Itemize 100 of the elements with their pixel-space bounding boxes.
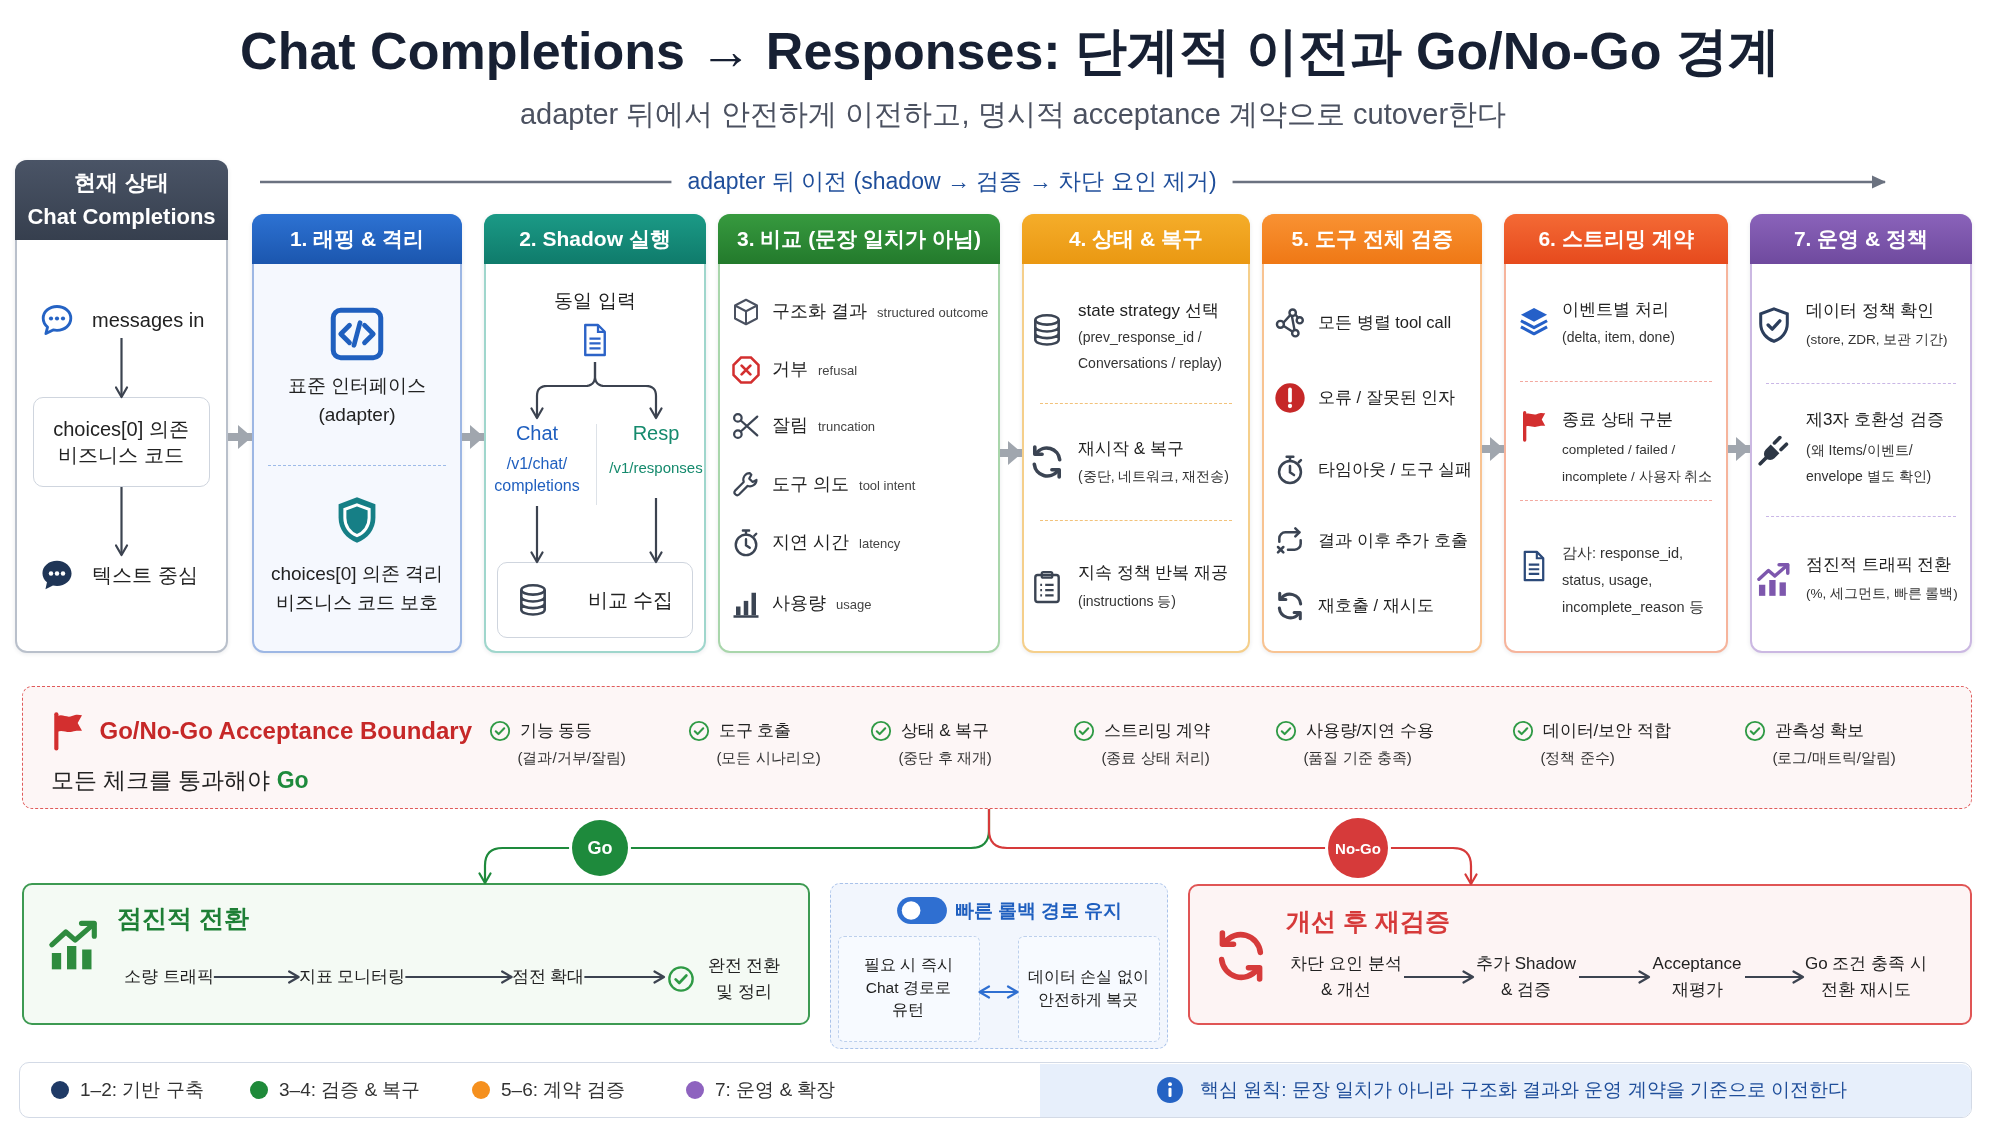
process-box	[33, 397, 210, 487]
item-detail: (delta, item, done)	[1562, 328, 1675, 348]
panel-title: 점진적 전환	[117, 902, 249, 934]
step-label: 차단 요인 분석 & 개선	[1288, 950, 1404, 1004]
endpoint-path: /v1/chat/ completions	[493, 453, 581, 496]
block-arrow	[462, 425, 484, 449]
item-label: 재호출 / 재시도	[1318, 595, 1434, 617]
item-label: 오류 / 잘못된 인자	[1318, 387, 1456, 409]
item-label: 데이터 정책 확인	[1806, 299, 1935, 322]
stage-header: 7. 운영 & 정책	[1750, 214, 1972, 264]
panel-title: 개선 후 재검증	[1286, 905, 1450, 937]
stage-header: 2. Shadow 실행	[484, 214, 706, 264]
block-arrow	[228, 425, 252, 449]
item-detail: structured outcome	[877, 305, 989, 323]
stage-header: 3. 비교 (문장 일치가 아님)	[718, 214, 1000, 264]
check-detail: (결과/거부/잘림)	[517, 747, 626, 768]
arrow	[405, 970, 513, 984]
check-detail: (종료 상태 처리)	[1101, 747, 1210, 768]
info-banner	[1040, 1063, 1971, 1117]
check-label: 데이터/보안 적합	[1542, 719, 1671, 742]
check-detail: (중단 후 재개)	[898, 747, 992, 768]
stage-card	[15, 160, 228, 653]
item-detail: (중단, 네트워크, 재전송)	[1078, 467, 1229, 487]
panel-text: 데이터 손실 없이 안전하게 복곳	[1027, 966, 1150, 1010]
stage-card	[1022, 214, 1250, 653]
stage-header: 4. 상태 & 복구	[1022, 214, 1250, 264]
check-label: 스트리밍 계약	[1103, 719, 1211, 742]
option-panel	[837, 935, 980, 1042]
item-label: 텍스트 중심	[92, 563, 198, 588]
outcome-panel	[22, 883, 810, 1025]
legend-label: 1–2: 기반 구축	[80, 1078, 204, 1102]
panel-title: 빠른 롤백 경로 유지	[954, 898, 1123, 923]
item-label: 모든 병렬 tool call	[1318, 312, 1452, 334]
item-label: 동일 입력	[554, 289, 636, 314]
item-label: 제3자 호환성 검증	[1806, 408, 1944, 431]
block-arrow	[1482, 437, 1504, 461]
process-box	[497, 562, 693, 638]
item-detail: (%, 세그먼트, 빠른 롤백)	[1806, 584, 1958, 603]
arrow	[649, 498, 663, 564]
legend-label: 3–4: 검증 & 복구	[279, 1078, 421, 1102]
item-label: 결과 이후 추가 호출	[1318, 530, 1468, 552]
step-label: 추가 Shadow & 검증	[1473, 950, 1579, 1004]
item-label: messages in	[92, 308, 205, 333]
item-label: choices[0] 의존 격리 비즈니스 코드 보호	[269, 561, 445, 615]
double-arrow	[978, 985, 1019, 999]
item-detail: tool intent	[859, 478, 916, 496]
item-label: 점진적 트래픽 전환	[1806, 553, 1952, 576]
step-label: 점전 확대	[511, 963, 585, 991]
panel-title: Go/No-Go Acceptance Boundary	[99, 715, 472, 746]
check-label: 기능 동등	[519, 719, 593, 742]
stage-card	[718, 214, 1000, 653]
stage-header: 1. 래핑 & 격리	[252, 214, 462, 264]
item-label: 도구 의도	[772, 473, 849, 497]
item-label: state strategy 선택	[1078, 299, 1219, 322]
step-label: Acceptance 재평가	[1649, 950, 1745, 1004]
check-label: 사용량/지연 수용	[1305, 719, 1434, 742]
stage-card	[1504, 214, 1728, 653]
edge-label: No-Go	[1328, 818, 1388, 878]
subtitle: adapter 뒤에서 안전하게 이전하고, 명시적 acceptance 계약으로 cutover한다	[519, 97, 1507, 133]
check-label: 관측성 확보	[1774, 719, 1865, 742]
item-detail: (instructions 등)	[1078, 592, 1177, 612]
item-label: 구조화 결과	[772, 300, 867, 324]
legend-label: 5–6: 계약 검증	[501, 1078, 625, 1102]
item-detail: (왜 Items/이벤트/ envelope 별도 확인)	[1806, 441, 1933, 486]
arrow	[1404, 970, 1475, 984]
item-detail: (prev_response_id / Conversations / replay)	[1078, 328, 1223, 373]
item-label: 지연 시간	[772, 531, 849, 555]
stage-card	[1262, 214, 1482, 653]
endpoint-name: Chat	[515, 421, 559, 446]
arrow	[530, 506, 544, 564]
stage-card	[484, 214, 706, 653]
item-detail: latency	[859, 536, 901, 554]
box-text: 비교 수집	[587, 587, 674, 613]
item-label: 표준 인터페이스 (adapter)	[286, 373, 428, 427]
arrow	[114, 338, 129, 399]
panel-note: 모든 체크를 통과해야 Go	[50, 765, 309, 795]
step-label: 완전 전환 및 정리	[706, 954, 782, 1003]
acceptance-panel	[22, 686, 1972, 809]
check-detail: (품질 기준 충족)	[1303, 747, 1412, 768]
endpoint-name: Resp	[632, 421, 680, 446]
arrow	[593, 362, 663, 420]
stage-header: 5. 도구 전체 검증	[1262, 214, 1482, 264]
arrow	[584, 970, 666, 984]
arrow	[1579, 970, 1651, 984]
item-detail: usage	[836, 597, 872, 615]
stage-header: 6. 스트리밍 계약	[1504, 214, 1728, 264]
item-label: 타임아웃 / 도구 실패	[1318, 459, 1473, 481]
arrow	[213, 970, 300, 984]
header-title: 현재 상태	[74, 168, 169, 197]
stage-card	[252, 214, 462, 653]
stage-card	[1750, 214, 1972, 653]
block-arrow	[1000, 441, 1022, 465]
check-label: 상태 & 복구	[900, 719, 990, 742]
item-detail: completed / failed / incomplete / 사용자 취소	[1562, 441, 1714, 486]
arrow	[114, 487, 129, 557]
item-label: 사용량	[772, 592, 826, 616]
block-arrow	[1728, 437, 1750, 461]
step-label: Go 조건 충족 시 전환 재시도	[1803, 950, 1929, 1004]
item-label: 거부	[772, 358, 808, 382]
check-detail: (모든 시나리오)	[716, 747, 821, 768]
